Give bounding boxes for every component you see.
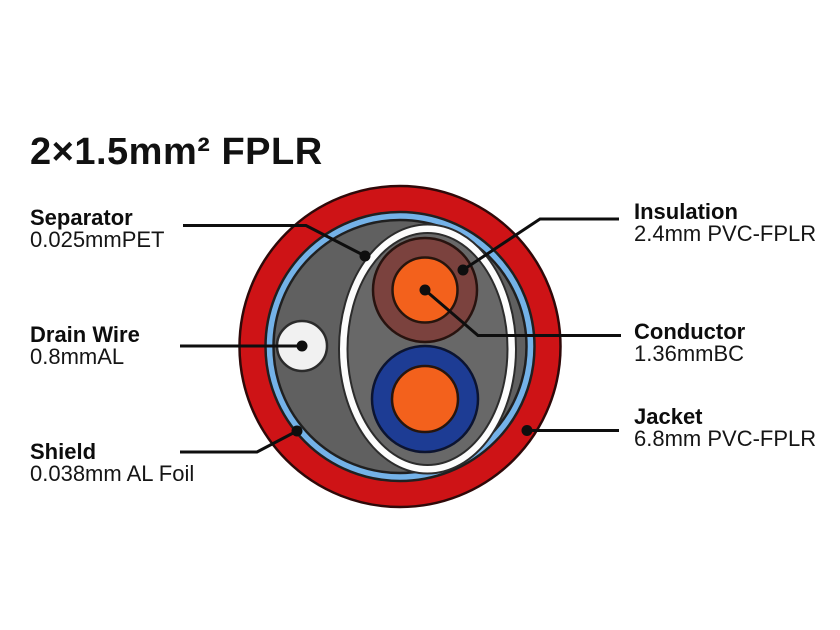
drain-wire-label-name: Drain Wire <box>30 322 140 347</box>
drain-wire-leader-dot <box>296 340 308 352</box>
shield-leader-line <box>180 429 298 454</box>
page-title: 2×1.5mm² FPLR <box>30 131 323 173</box>
jacket-leader-dot <box>521 425 533 436</box>
separator-leader-line <box>183 224 366 258</box>
drain-wire-label: Drain Wire 0.8mmAL <box>30 324 245 368</box>
conductor-label: Conductor 1.36mmBC <box>634 321 840 365</box>
jacket-label: Jacket 6.8mm PVC-FPLR <box>634 406 840 450</box>
jacket-label-value: 6.8mm PVC-FPLR <box>634 426 817 451</box>
separator-label-name: Separator <box>30 205 133 230</box>
conductor-bottom-circle <box>390 364 460 434</box>
separator-label: Separator 0.025mmPET <box>30 207 245 251</box>
shield-label-name: Shield <box>30 439 97 464</box>
shield-leader-dot <box>291 425 303 437</box>
conductor-label-name: Conductor <box>634 319 746 344</box>
conductor-leader-line <box>424 288 621 337</box>
insulation-leader-line <box>462 217 619 272</box>
shield-label-value: 0.038mm AL Foil <box>30 461 195 486</box>
insulation-leader-dot <box>457 264 469 276</box>
shield-label: Shield 0.038mm AL Foil <box>30 441 245 485</box>
insulation-label-name: Insulation <box>634 199 738 224</box>
jacket-label-name: Jacket <box>634 404 703 429</box>
insulation-label-value: 2.4mm PVC-FPLR <box>634 221 817 246</box>
conductor-label-value: 1.36mmBC <box>634 341 745 366</box>
separator-leader-dot <box>359 250 371 262</box>
separator-label-value: 0.025mmPET <box>30 227 165 252</box>
drain-wire-label-value: 0.8mmAL <box>30 344 125 369</box>
insulation-label: Insulation 2.4mm PVC-FPLR <box>634 201 840 245</box>
conductor-leader-dot <box>419 284 431 296</box>
